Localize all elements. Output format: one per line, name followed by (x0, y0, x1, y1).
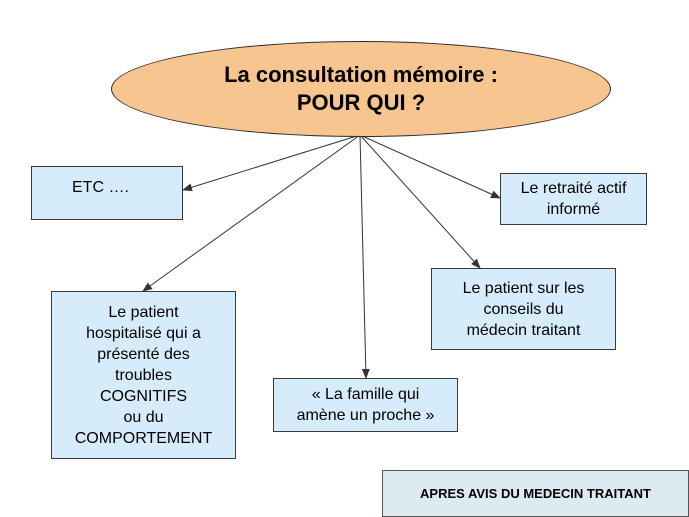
box-etc-label: ETC …. (72, 179, 129, 196)
arrow-to-famille (359, 134, 370, 379)
box-doctor-approval-note: APRES AVIS DU MEDECIN TRAITANT (382, 470, 689, 517)
box-doctor-referral: Le patient sur les conseils du médecin t… (431, 268, 616, 350)
box-retired-person-label: Le retraité actif informé (520, 180, 627, 218)
arrow-to-retraite (359, 134, 501, 199)
box-family-label: « La famille qui amène un proche » (296, 386, 435, 424)
arrow-to-conseils (359, 134, 481, 269)
box-doctor-referral-label: Le patient sur les conseils du médecin t… (462, 279, 585, 339)
box-hospitalized-patient: Le patient hospitalisé qui a présenté de… (51, 291, 236, 459)
box-etc: ETC …. (31, 166, 183, 220)
arrow-to-etc (182, 134, 361, 192)
central-topic-title: La consultation mémoire : (224, 62, 498, 87)
box-doctor-approval-note-label: APRES AVIS DU MEDECIN TRAITANT (420, 486, 651, 501)
central-topic-ellipse: La consultation mémoire : POUR QUI ? (111, 41, 611, 137)
central-topic-question: POUR QUI ? (296, 90, 426, 115)
box-family: « La famille qui amène un proche » (273, 378, 458, 432)
box-hospitalized-patient-label: Le patient hospitalisé qui a présenté de… (74, 303, 213, 447)
arrow-to-hospitalise (142, 134, 361, 292)
box-retired-person: Le retraité actif informé (500, 173, 647, 225)
